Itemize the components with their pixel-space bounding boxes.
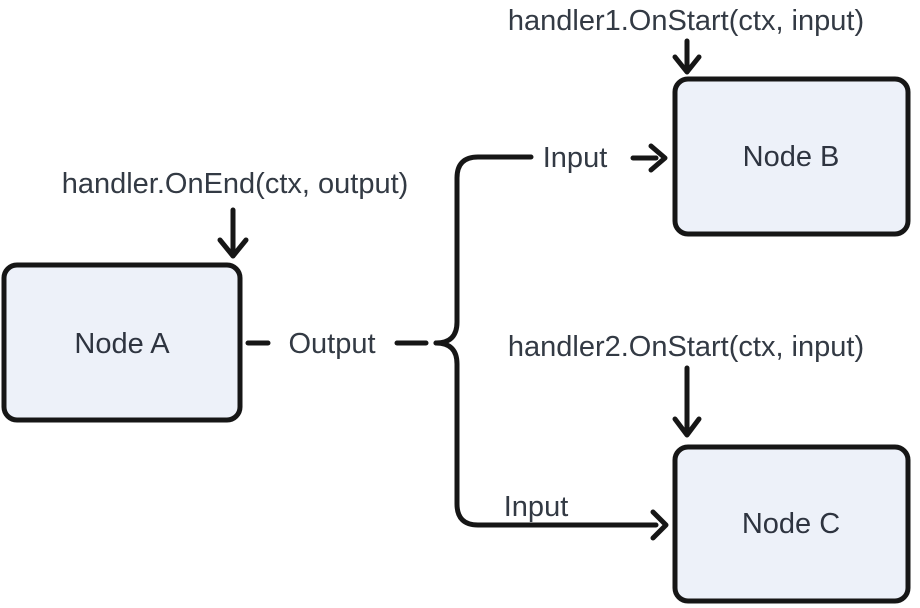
fork-branch-bottom bbox=[433, 340, 659, 528]
node-b: Node B bbox=[672, 76, 911, 237]
input-b-edge-label: Input bbox=[543, 142, 608, 174]
on-start2-arrow-head bbox=[672, 416, 702, 438]
node-a: Node A bbox=[1, 262, 243, 423]
output-edge: Output bbox=[245, 154, 659, 528]
input-edge-node-b: Input bbox=[543, 142, 668, 174]
on-start1-arrow-head bbox=[672, 54, 702, 75]
on-end-annotation-label: handler.OnEnd(ctx, output) bbox=[62, 168, 409, 200]
node-c-box bbox=[672, 444, 911, 604]
node-a-box bbox=[1, 262, 243, 423]
on-start1-annotation-group: handler1.OnStart(ctx, input) bbox=[508, 5, 864, 75]
input-c-arrow-head bbox=[650, 509, 669, 541]
input-c-edge-label: Input bbox=[504, 491, 569, 523]
on-start2-annotation-group: handler2.OnStart(ctx, input) bbox=[508, 331, 864, 438]
node-b-box bbox=[672, 76, 911, 237]
node-c-label: Node C bbox=[742, 508, 840, 540]
input-edge-node-c: Input bbox=[504, 491, 669, 541]
output-edge-label: Output bbox=[288, 328, 375, 360]
node-b-label: Node B bbox=[743, 141, 840, 173]
node-c: Node C bbox=[672, 444, 911, 604]
node-a-label: Node A bbox=[74, 328, 170, 360]
on-start2-annotation-label: handler2.OnStart(ctx, input) bbox=[508, 331, 864, 363]
on-end-arrow-head bbox=[217, 237, 249, 259]
input-b-arrow-head bbox=[648, 143, 668, 173]
fork-branch-top bbox=[433, 154, 534, 346]
on-end-annotation-group: handler.OnEnd(ctx, output) bbox=[62, 168, 409, 259]
on-start1-annotation-label: handler1.OnStart(ctx, input) bbox=[508, 5, 864, 37]
